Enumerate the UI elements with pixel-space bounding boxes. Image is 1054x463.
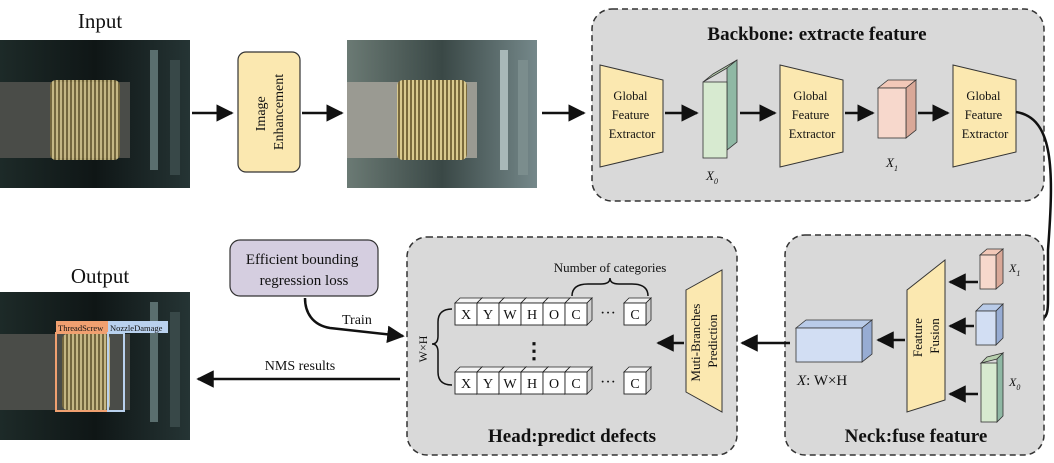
cell-c-last: C <box>623 297 652 326</box>
wh-label: W×H <box>416 335 430 362</box>
svg-text:Image Enhancement: Image Enhancement <box>254 74 287 150</box>
cell-c: C <box>564 297 593 326</box>
categories-brace <box>571 277 649 297</box>
neck-x1-label: X1 <box>1008 261 1020 278</box>
x0-feature-map <box>702 59 738 159</box>
svg-text:C: C <box>571 308 580 323</box>
row1-ellipsis: ··· <box>600 305 616 322</box>
rows-vertical-ellipsis: ⋮ <box>523 338 545 363</box>
train-arrow <box>303 297 405 343</box>
svg-text:X: X <box>461 308 471 323</box>
global-feature-extractor-1: Global Feature Extractor <box>599 64 664 168</box>
backbone-x1-label: X1 <box>885 155 898 173</box>
head-panel: Head:predict defects Muti-Branches Predi… <box>406 236 738 456</box>
global-feature-extractor-3: Global Feature Extractor <box>952 64 1017 168</box>
output-image: ThreadScrew NozzleDamage <box>0 292 190 440</box>
svg-text:O: O <box>549 308 559 323</box>
svg-text:Efficient bounding regre: Efficient bounding regression loss <box>246 252 362 289</box>
neck-x0-label: X0 <box>1008 375 1020 392</box>
fused-feature-label: X: W×H <box>796 373 847 389</box>
nozzledamage-label: NozzleDamage <box>110 323 163 333</box>
svg-text:Feature Fusion: Feature Fusion <box>910 315 942 357</box>
svg-text:C: C <box>630 308 639 323</box>
input-label: Input <box>78 9 122 33</box>
cell-c-last: C <box>623 366 652 395</box>
threadscrew-label: ThreadScrew <box>58 323 104 333</box>
svg-text:C: C <box>630 377 639 392</box>
train-label: Train <box>342 313 372 328</box>
backbone-x0-label: X0 <box>705 168 718 186</box>
svg-text:Global Feature: Global Feature Extractor <box>789 89 836 141</box>
input-image <box>0 40 190 188</box>
multi-branch-prediction-block: Muti-Branches Prediction <box>685 269 723 413</box>
wh-brace <box>431 308 453 386</box>
neck-title: Neck:fuse feature <box>845 426 988 447</box>
head-title: Head:predict defects <box>488 426 656 447</box>
global-feature-extractor-2: Global Feature Extractor <box>779 64 844 168</box>
output-label: Output <box>71 264 130 288</box>
svg-text:W: W <box>503 308 517 323</box>
neck-x0-feature-map <box>979 352 1005 423</box>
svg-text:O: O <box>549 377 559 392</box>
categories-label: Number of categories <box>554 260 667 275</box>
prediction-row-1: X Y W H O C ··· C <box>454 297 652 326</box>
neck-x1-feature-map <box>978 248 1005 290</box>
svg-text:Global Feature: Global Feature Extractor <box>609 89 656 141</box>
x1-feature-map <box>876 79 918 139</box>
nms-label: NMS results <box>265 359 335 374</box>
svg-text:Y: Y <box>483 308 493 323</box>
backbone-title: Backbone: extracte feature <box>707 24 926 45</box>
neck-panel: Neck:fuse feature Feature Fusion X1 <box>784 234 1045 456</box>
svg-text:W: W <box>503 377 517 392</box>
svg-text:H: H <box>527 308 537 323</box>
svg-text:X: X <box>461 377 471 392</box>
cell-c: C <box>564 366 593 395</box>
neck-blue-feature-map <box>975 303 1004 346</box>
image-enhancement-block: Image Enhancement <box>237 51 301 173</box>
svg-text:Global Feature: Global Feature Extractor <box>962 89 1009 141</box>
svg-text:H: H <box>527 377 537 392</box>
svg-text:C: C <box>571 377 580 392</box>
regression-loss-block: Efficient bounding regression loss <box>229 239 379 297</box>
feature-fusion-block: Feature Fusion <box>906 258 946 413</box>
svg-text:Muti-Branches Predicti: Muti-Branches Prediction <box>688 300 720 381</box>
prediction-row-2: X Y W H O C ··· C <box>454 366 652 395</box>
svg-text:Y: Y <box>483 377 493 392</box>
row2-ellipsis: ··· <box>600 374 616 391</box>
backbone-panel: Backbone: extracte feature Global Featur… <box>591 8 1045 202</box>
cell-y: Y <box>476 366 505 395</box>
fused-feature-map <box>794 319 874 363</box>
enhanced-image <box>347 40 537 188</box>
